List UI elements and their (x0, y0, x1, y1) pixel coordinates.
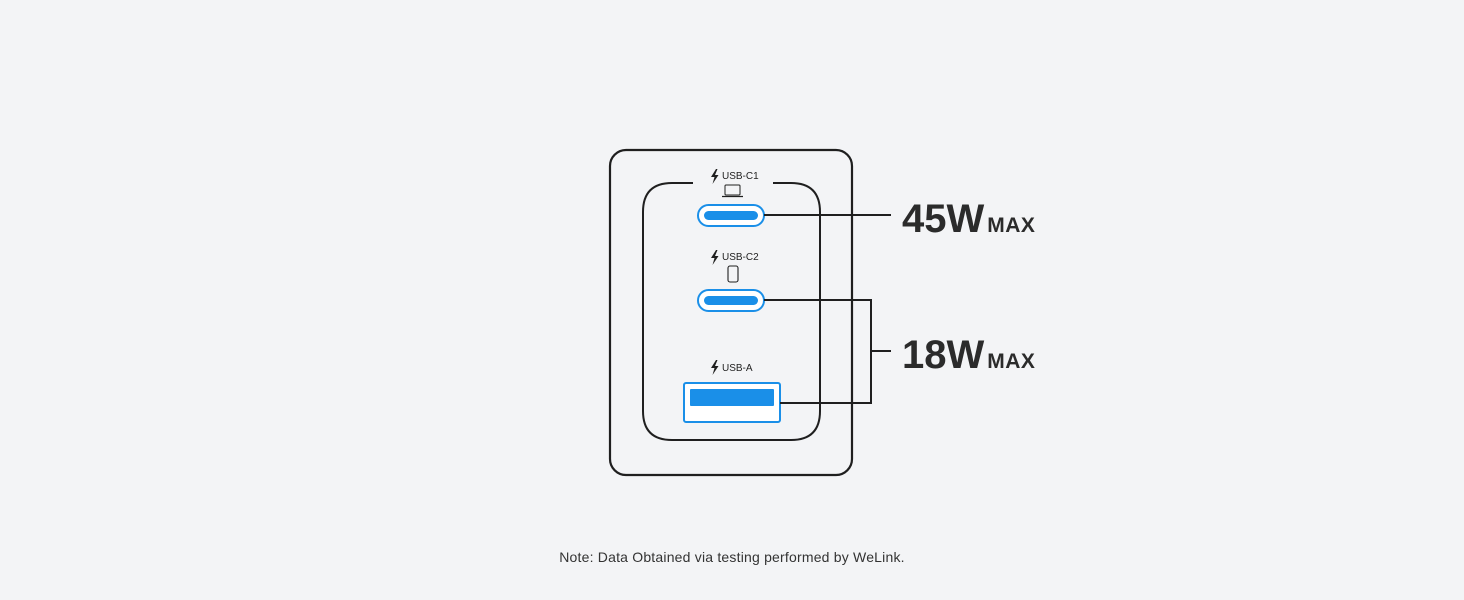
charger-port-panel (642, 182, 821, 441)
lightning-bolt-icon (711, 169, 719, 184)
callout-45w-unit: MAX (987, 214, 1035, 237)
lightning-bolt-icon (711, 250, 719, 265)
port-label-usb-a: USB-A (722, 363, 753, 374)
laptop-icon (722, 184, 743, 198)
port-label-group-usb-c2: USB-C2 (711, 250, 759, 283)
callout-18w-unit: MAX (987, 350, 1035, 373)
port-label-usb-c1: USB-C1 (722, 171, 759, 182)
usb-c1-port (697, 204, 765, 227)
footnote: Note: Data Obtained via testing performe… (559, 549, 905, 565)
callout-18w-value: 18W (902, 333, 984, 377)
port-label-group-usb-a: USB-A (711, 360, 753, 375)
callout-45w-value: 45W (902, 197, 984, 241)
port-label-group-usb-c1: USB-C1 (711, 169, 759, 198)
lightning-bolt-icon (711, 360, 719, 375)
usb-c2-port (697, 289, 765, 312)
port-label-usb-c2: USB-C2 (722, 252, 759, 263)
phone-icon (727, 265, 739, 283)
connector-bracket-18w (764, 299, 891, 404)
usb-a-port (683, 382, 781, 423)
charger-body-outline (608, 148, 854, 477)
